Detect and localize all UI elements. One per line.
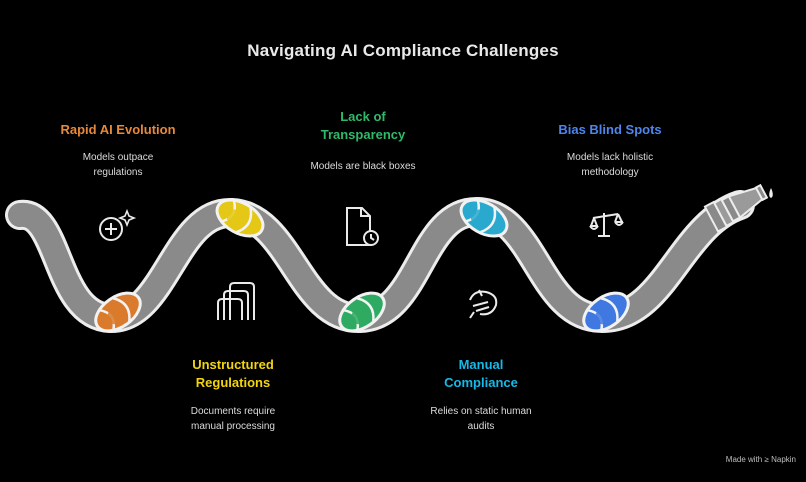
knot-rapid-ai-evolution [94,291,142,333]
hose-nozzle-icon [703,183,769,233]
watermark: Made with ≥ Napkin [725,455,796,464]
water-drop-icon [769,188,773,198]
knot-group [94,198,630,333]
label-bias-blind-spots: Bias Blind Spots [558,122,662,137]
desc-unstructured-regulations: Documents require manual processing [190,406,276,432]
plus-sparkle-icon [99,208,137,241]
knot-manual-compliance [459,198,509,238]
document-clock-icon [346,207,379,246]
desc-bias-blind-spots: Models lack holistic methodology [566,152,654,178]
label-lack-of-transparency: Lack of Transparency [320,109,406,142]
knot-unstructured-regulations [215,198,265,238]
stacked-frames-icon [217,282,255,320]
hand-gesture-icon [469,289,498,319]
desc-manual-compliance: Relies on static human audits [430,406,532,432]
knot-bias-blind-spots [582,291,630,333]
label-unstructured-regulations: Unstructured Regulations [192,357,274,390]
label-rapid-ai-evolution: Rapid AI Evolution [60,122,176,137]
diagram-title: Navigating AI Compliance Challenges [247,41,559,60]
desc-rapid-ai-evolution: Models outpace regulations [82,152,154,178]
label-manual-compliance: Manual Compliance [444,357,518,390]
desc-lack-of-transparency: Models are black boxes [310,161,416,172]
knot-lack-of-transparency [338,291,386,333]
balance-scale-icon [589,213,624,237]
